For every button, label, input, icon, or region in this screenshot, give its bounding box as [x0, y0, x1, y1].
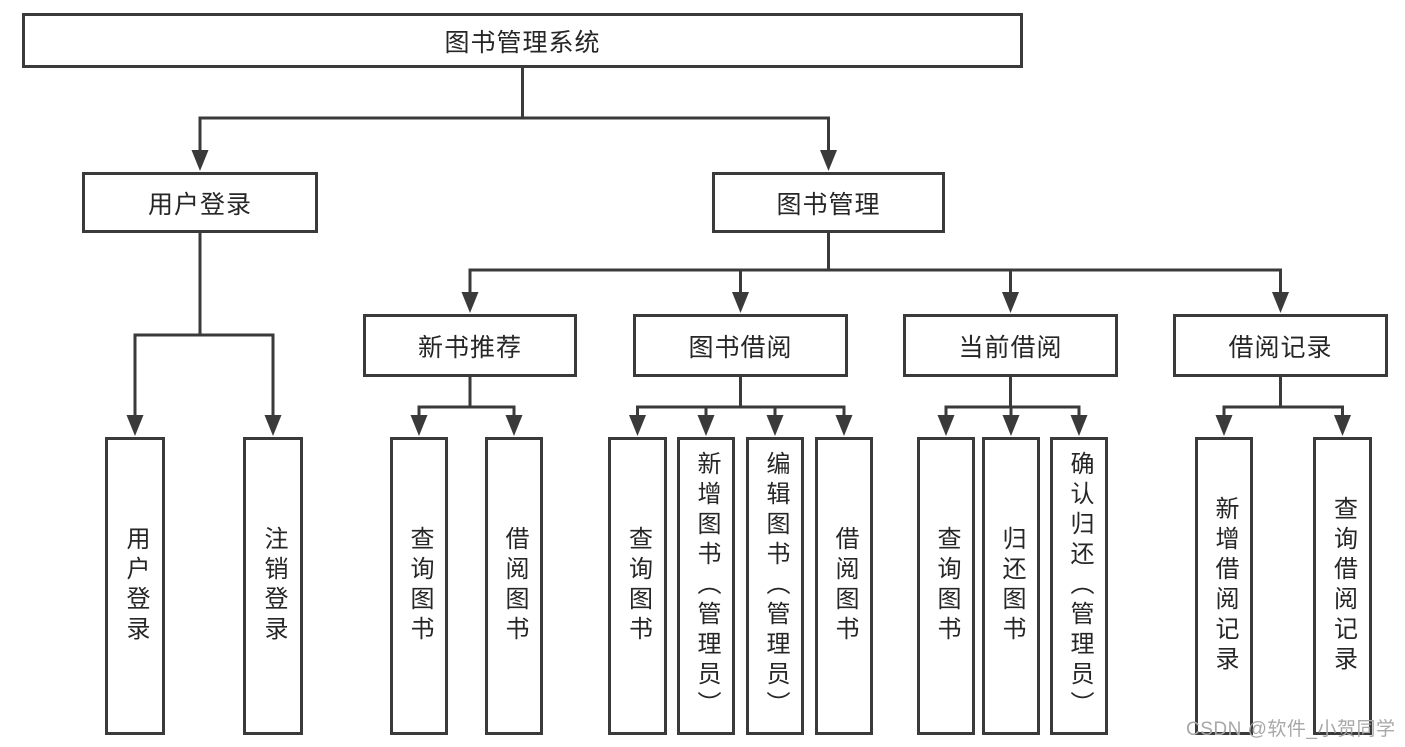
- node-record: 借阅记录: [1173, 314, 1388, 377]
- node-current-1-label: 查询图书: [933, 526, 960, 646]
- node-current-label: 当前借阅: [958, 333, 1063, 362]
- node-login-1-label: 用户登录: [122, 526, 149, 646]
- node-borrow-3: 编辑图书（管理员）: [746, 437, 804, 735]
- node-current-2: 归还图书: [982, 437, 1040, 735]
- node-login-2-label: 注销登录: [260, 526, 287, 646]
- node-record-label: 借阅记录: [1228, 333, 1333, 362]
- node-rec-2: 借阅图书: [485, 437, 543, 735]
- node-rec-2-label: 借阅图书: [501, 526, 528, 646]
- node-rec-1-label: 查询图书: [406, 526, 433, 646]
- node-root-label: 图书管理系统: [444, 28, 601, 57]
- node-record-1-label: 新增借阅记录: [1211, 496, 1238, 676]
- node-borrow-4: 借阅图书: [815, 437, 873, 735]
- node-login-label: 用户登录: [147, 190, 252, 219]
- watermark: CSDN @软件_小贺同学: [1186, 719, 1396, 740]
- node-borrow-2: 新增图书（管理员）: [677, 437, 735, 735]
- node-record-2: 查询借阅记录: [1313, 437, 1372, 735]
- node-mgmt: 图书管理: [712, 172, 945, 233]
- node-mgmt-label: 图书管理: [776, 190, 881, 219]
- node-borrow: 图书借阅: [633, 314, 848, 377]
- node-root: 图书管理系统: [22, 13, 1023, 68]
- node-current-3-label: 确认归还（管理员）: [1066, 451, 1093, 721]
- node-borrow-1: 查询图书: [608, 437, 667, 735]
- node-current-1: 查询图书: [917, 437, 975, 735]
- node-login-1: 用户登录: [105, 437, 165, 735]
- node-rec-label: 新书推荐: [417, 333, 522, 362]
- node-rec-1: 查询图书: [390, 437, 448, 735]
- node-rec: 新书推荐: [363, 314, 577, 377]
- node-record-2-label: 查询借阅记录: [1329, 496, 1357, 676]
- node-borrow-2-label: 新增图书（管理员）: [693, 451, 720, 721]
- node-login-2: 注销登录: [243, 437, 303, 735]
- node-borrow-4-label: 借阅图书: [831, 526, 858, 646]
- node-current: 当前借阅: [903, 314, 1118, 377]
- node-borrow-3-label: 编辑图书（管理员）: [762, 451, 789, 721]
- node-current-3: 确认归还（管理员）: [1050, 437, 1108, 735]
- node-borrow-label: 图书借阅: [688, 333, 793, 362]
- node-borrow-1-label: 查询图书: [624, 526, 652, 646]
- node-login: 用户登录: [82, 172, 318, 233]
- node-record-1: 新增借阅记录: [1195, 437, 1253, 735]
- node-current-2-label: 归还图书: [998, 526, 1025, 646]
